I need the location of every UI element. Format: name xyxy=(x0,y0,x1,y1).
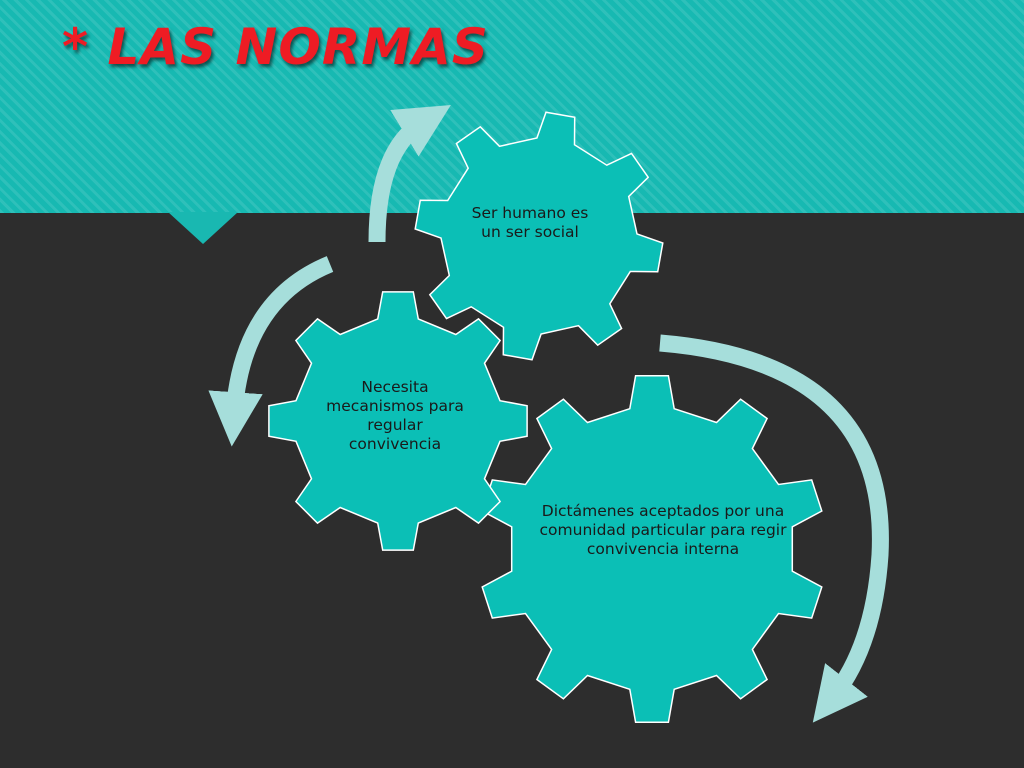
slide-title: * LAS NORMAS xyxy=(62,18,489,76)
cycle-arrow-right xyxy=(659,334,889,723)
gear-label-big: Dictámenes aceptados por una comunidad p… xyxy=(539,502,787,558)
cycle-arrow-left xyxy=(208,256,334,447)
gear-top xyxy=(414,111,664,361)
cycle-arrow-up xyxy=(368,105,451,243)
gear-left xyxy=(268,291,528,551)
gear-label-top: Ser humano es un ser social xyxy=(471,204,589,241)
gear-label-left: Necesita mecanismos para regular convive… xyxy=(326,378,464,453)
header-band xyxy=(0,0,1024,213)
header-notch xyxy=(168,212,238,244)
